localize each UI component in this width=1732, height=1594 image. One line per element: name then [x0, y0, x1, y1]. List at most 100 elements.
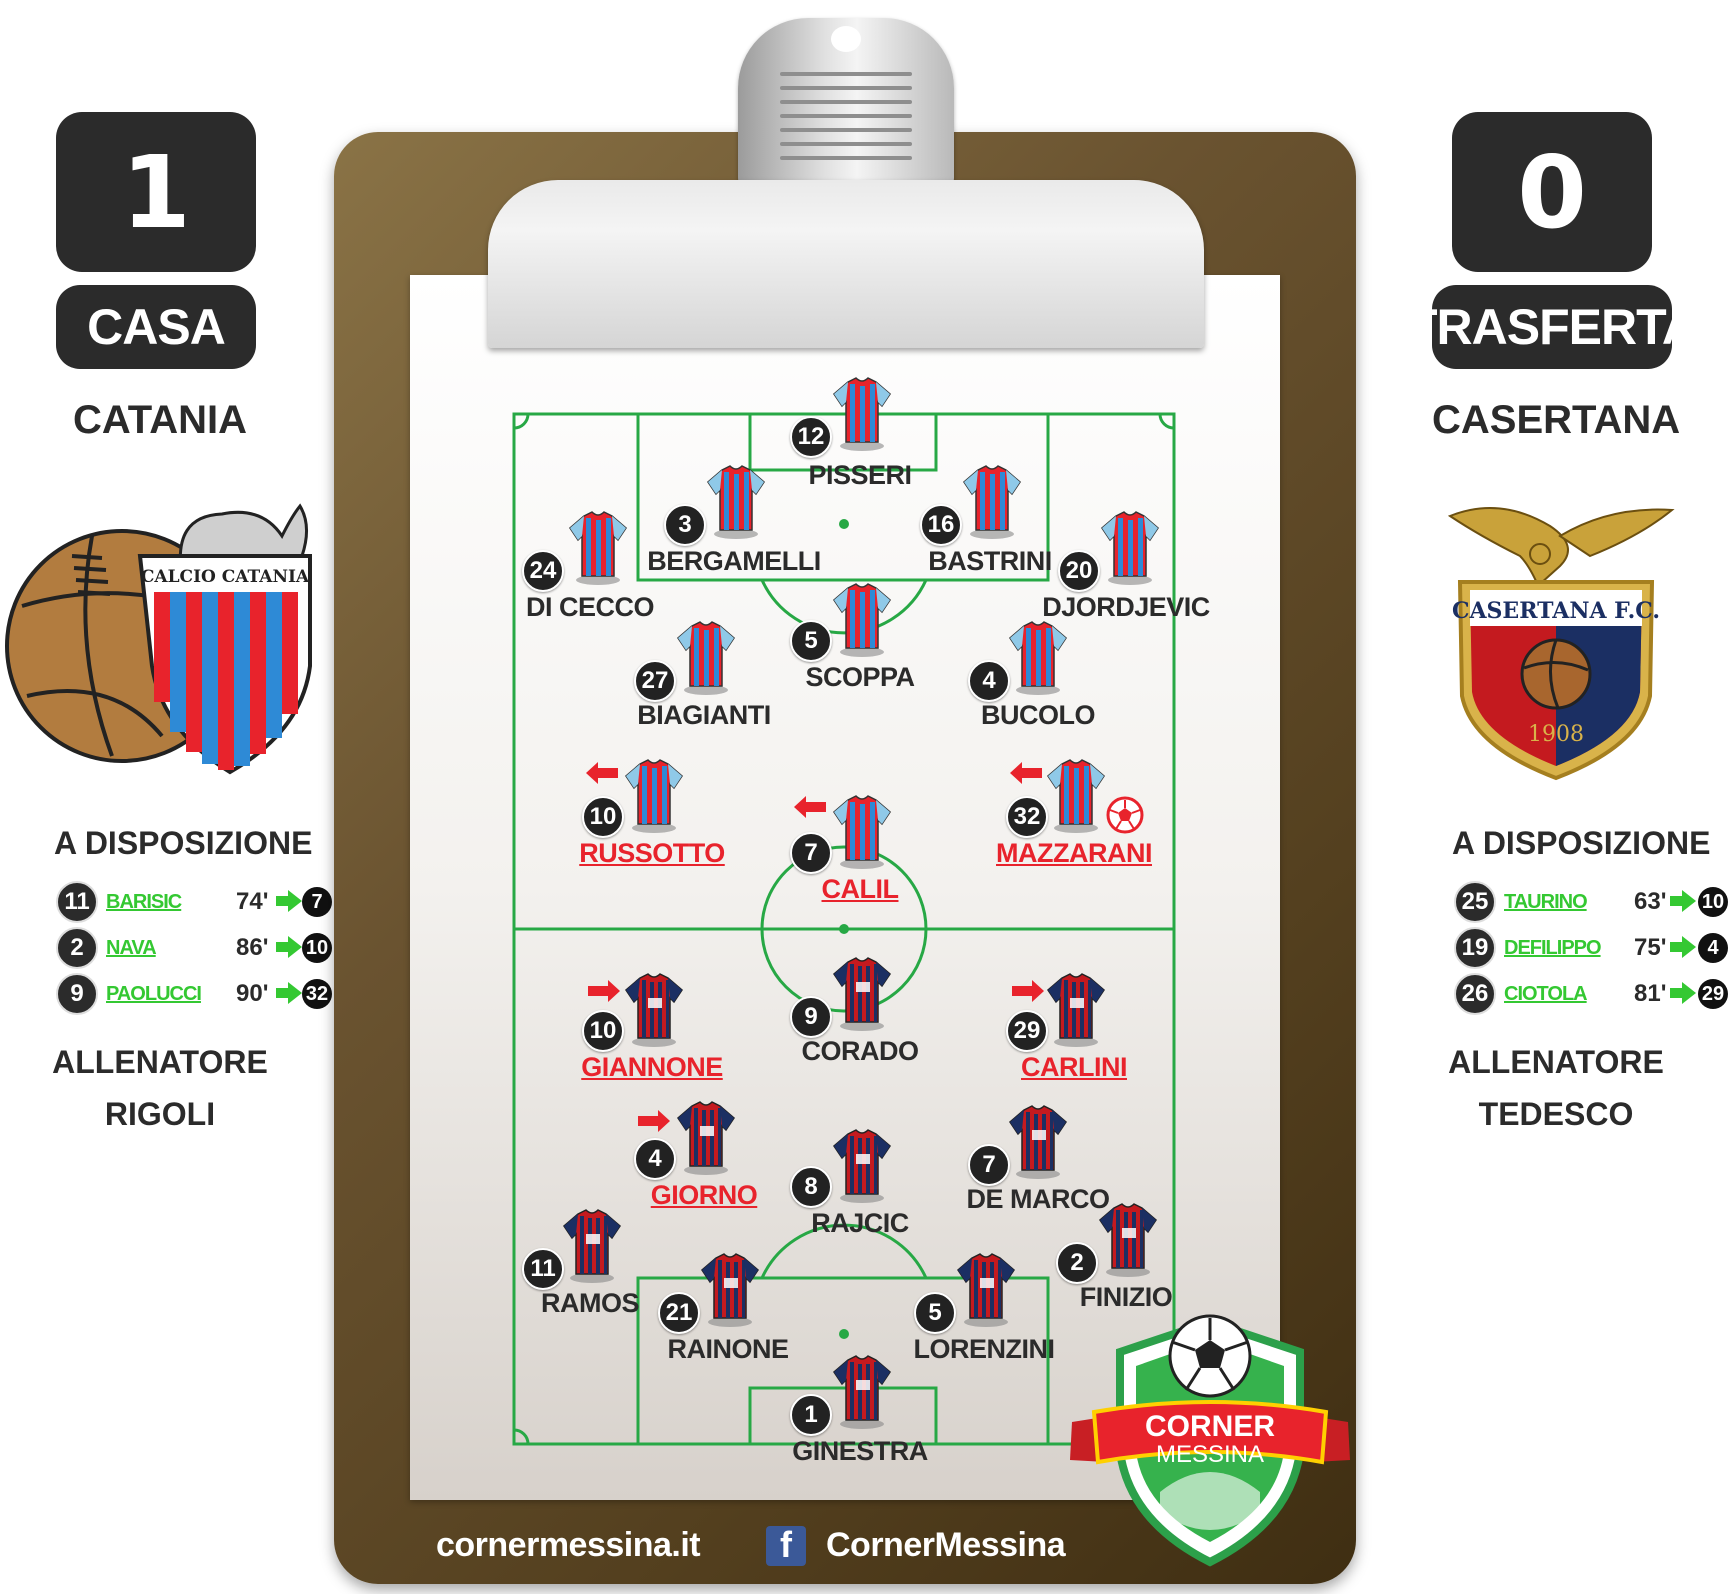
home-coach-name: RIGOLI	[104, 1096, 216, 1132]
player-name: GINESTRA	[792, 1436, 928, 1466]
player-number: 5	[914, 1292, 956, 1334]
player-jersey	[832, 582, 892, 658]
sub-name[interactable]: DEFILIPPO	[1504, 936, 1602, 959]
player-name: BIAGIANTI	[637, 700, 771, 730]
clipboard-paper	[410, 275, 1280, 1500]
catania-logo-text: CALCIO CATANIA	[141, 567, 310, 587]
player-name[interactable]: RUSSOTTO	[579, 838, 725, 868]
facebook-icon: f	[766, 1526, 806, 1566]
sub-name[interactable]: BARISIC	[106, 890, 182, 913]
player-jersey	[706, 464, 766, 540]
player-jersey	[562, 1208, 622, 1284]
casertana-logo: CASERTANA F.C. 1908	[1440, 496, 1680, 782]
sub-name[interactable]: CIOTOLA	[1504, 982, 1588, 1005]
player-name: BERGAMELLI	[647, 546, 821, 576]
player-name: DI CECCO	[525, 592, 655, 622]
player-jersey	[832, 794, 892, 870]
player-number: 29	[1006, 1010, 1048, 1052]
clip-grip-line	[780, 114, 912, 118]
sub-out-number: 10	[302, 933, 332, 963]
sub-out-arrow-icon	[588, 980, 620, 1002]
player-name: DJORDJEVIC	[1042, 592, 1210, 622]
player-number: 12	[790, 416, 832, 458]
player-name: RAINONE	[667, 1334, 789, 1364]
sub-minute: 81'	[1634, 980, 1667, 1007]
away-coach-label: ALLENATORE	[1448, 1044, 1664, 1080]
sub-name[interactable]: PAOLUCCI	[106, 982, 202, 1005]
away-coach-name: TEDESCO	[1478, 1096, 1634, 1132]
player-number: 32	[1006, 796, 1048, 838]
player-jersey	[1046, 758, 1106, 834]
sub-number: 26	[1454, 973, 1496, 1015]
sub-number: 9	[56, 973, 98, 1015]
home-score: 1	[56, 112, 256, 272]
player-jersey	[832, 376, 892, 452]
player-jersey	[676, 620, 736, 696]
sub-out-arrow-icon	[586, 762, 618, 784]
sub-out-number: 10	[1698, 887, 1728, 917]
player-name: BUCOLO	[981, 700, 1096, 730]
sub-arrow-icon	[1670, 982, 1696, 1004]
clip-grip-line	[780, 100, 912, 104]
footer-facebook-link[interactable]: CornerMessina	[826, 1526, 1066, 1564]
sub-arrow-icon	[1670, 936, 1696, 958]
player-number: 1	[790, 1394, 832, 1436]
badge-line2: MESSINA	[1156, 1441, 1264, 1468]
player-name[interactable]: MAZZARANI	[996, 838, 1152, 868]
sub-out-number: 7	[302, 887, 332, 917]
sub-arrow-icon	[1670, 890, 1696, 912]
player-number: 24	[522, 550, 564, 592]
player-name: RAJCIC	[811, 1208, 909, 1238]
away-bench-title: A DISPOSIZIONE	[1452, 825, 1711, 861]
sub-name[interactable]: TAURINO	[1504, 890, 1588, 913]
player-name: LORENZINI	[913, 1334, 1056, 1364]
sub-out-arrow-icon	[638, 1110, 670, 1132]
player-jersey	[700, 1252, 760, 1328]
badge-line1: CORNER	[1145, 1410, 1275, 1443]
footer-site-link[interactable]: cornermessina.it	[436, 1526, 701, 1564]
player-jersey	[568, 510, 628, 586]
player-number: 10	[582, 1010, 624, 1052]
sub-number: 11	[56, 881, 98, 923]
sub-name[interactable]: NAVA	[106, 936, 157, 959]
clip-grip-line	[780, 128, 912, 132]
clip-grip-line	[780, 156, 912, 160]
sub-arrow-icon	[276, 890, 302, 912]
sub-minute: 74'	[236, 888, 269, 915]
clip-grip-line	[780, 72, 912, 76]
away-sub-row: 25 TAURINO	[1454, 881, 1588, 923]
player-name[interactable]: CARLINI	[1021, 1052, 1128, 1082]
sub-minute: 75'	[1634, 934, 1667, 961]
player-jersey	[832, 1128, 892, 1204]
player-name[interactable]: GIORNO	[650, 1180, 758, 1210]
player-jersey	[956, 1252, 1016, 1328]
player-name: SCOPPA	[805, 662, 915, 692]
clip-grip-line	[780, 142, 912, 146]
player-name: CORADO	[801, 1036, 920, 1066]
sub-out-number: 4	[1698, 933, 1728, 963]
player-name[interactable]: GIANNONE	[581, 1052, 723, 1082]
sub-number: 2	[56, 927, 98, 969]
player-jersey	[1008, 1104, 1068, 1180]
player-name: DE MARCO	[966, 1184, 1111, 1214]
player-name: BASTRINI	[928, 546, 1052, 576]
away-sub-row: 19 DEFILIPPO	[1454, 927, 1602, 969]
home-team-name: CATANIA	[72, 398, 248, 442]
player-number: 20	[1058, 550, 1100, 592]
away-label: TRASFERTA	[1407, 285, 1698, 369]
player-number: 7	[968, 1144, 1010, 1186]
player-number: 16	[920, 504, 962, 546]
player-number: 21	[658, 1292, 700, 1334]
player-number: 8	[790, 1166, 832, 1208]
sub-number: 25	[1454, 881, 1496, 923]
player-number: 2	[1056, 1242, 1098, 1284]
corner-messina-badge: CORNER MESSINA	[1070, 1314, 1350, 1567]
player-name[interactable]: CALIL	[821, 874, 899, 904]
player-name: FINIZIO	[1079, 1282, 1173, 1312]
clip-hole	[831, 26, 861, 52]
away-score: 0	[1452, 112, 1652, 272]
player-number: 7	[790, 832, 832, 874]
player-jersey	[962, 464, 1022, 540]
player-number: 4	[968, 660, 1010, 702]
player-jersey	[1008, 620, 1068, 696]
